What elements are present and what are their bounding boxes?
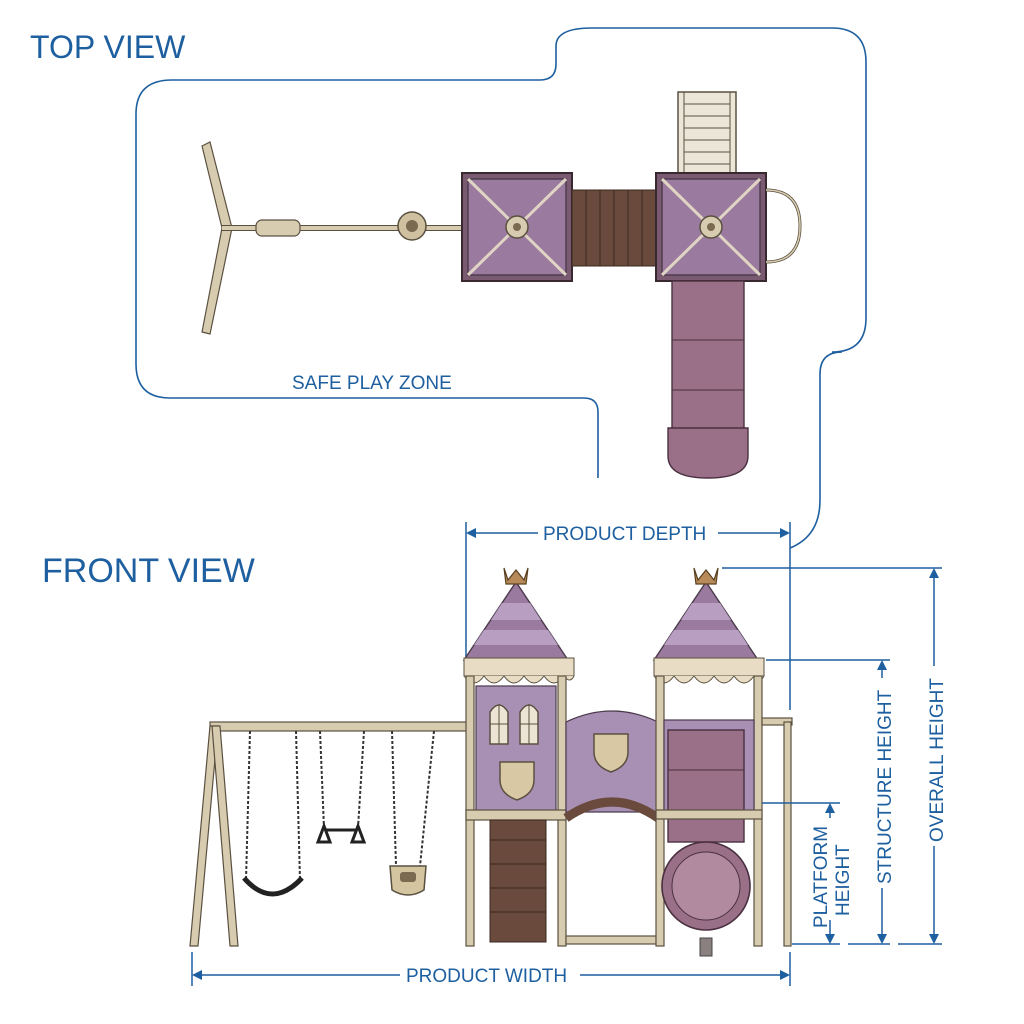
front-view-title: FRONT VIEW <box>42 552 255 590</box>
platform-height-label-line2: HEIGHT <box>833 844 854 916</box>
product-width-label: PRODUCT WIDTH <box>406 966 567 987</box>
platform-height-label-line1: PLATFORM <box>811 826 832 928</box>
structure-height-dimension: STRUCTURE HEIGHT <box>766 659 896 945</box>
top-left-tower-roof <box>461 172 573 282</box>
top-ladder <box>677 91 737 175</box>
top-right-tower-roof <box>655 172 802 282</box>
top-view-title: TOP VIEW <box>30 29 186 65</box>
belt-swing <box>242 730 304 897</box>
top-bridge-deck <box>571 189 657 267</box>
front-swing-frame <box>189 721 469 947</box>
structure-height-label: STRUCTURE HEIGHT <box>875 689 896 884</box>
product-depth-dimension: PRODUCT DEPTH <box>465 522 791 710</box>
platform-height-dimension: PLATFORM HEIGHT <box>762 802 854 945</box>
safe-play-zone-outline <box>135 27 867 549</box>
product-width-dimension: PRODUCT WIDTH <box>191 952 791 987</box>
front-bridge <box>563 710 661 945</box>
front-right-tower <box>652 567 793 957</box>
safe-play-zone-label: SAFE PLAY ZONE <box>292 373 452 394</box>
top-swing-aframe <box>201 141 462 335</box>
overall-height-label: OVERALL HEIGHT <box>927 678 948 842</box>
trapeze-bar <box>315 730 367 844</box>
top-tube-slide <box>667 280 749 479</box>
product-depth-label: PRODUCT DEPTH <box>543 524 706 545</box>
toddler-swing <box>389 730 435 896</box>
front-left-tower <box>462 567 575 947</box>
overall-height-dimension: OVERALL HEIGHT <box>722 567 948 945</box>
